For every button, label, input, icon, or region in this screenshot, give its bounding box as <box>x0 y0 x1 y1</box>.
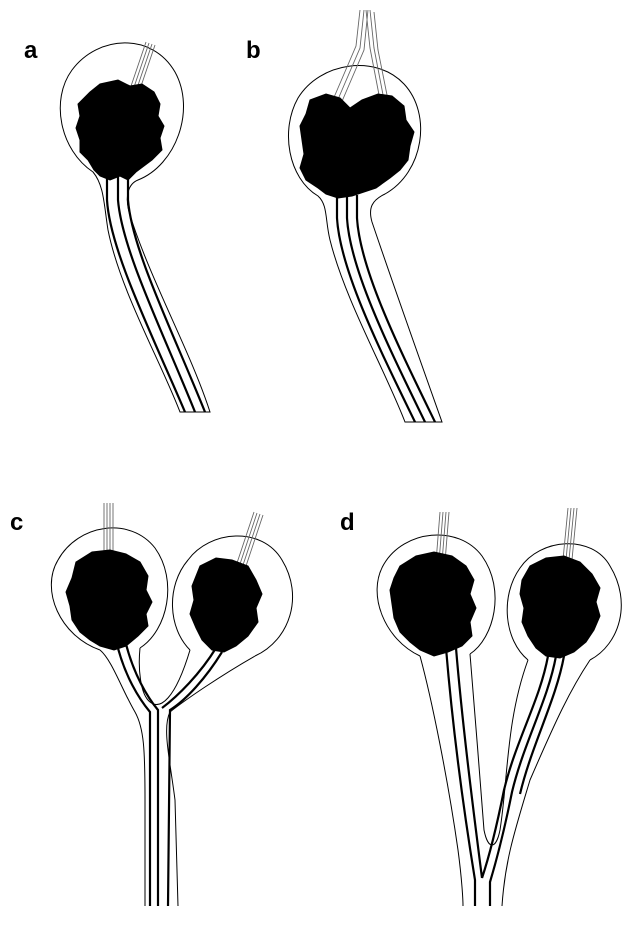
panel-a: a <box>24 37 210 412</box>
panel-d-left-organoid-blob <box>390 552 476 656</box>
panel-d-stem-outline <box>420 654 590 906</box>
panel-c-channel-right-b <box>168 652 222 906</box>
panel-b-wire-bundle <box>332 10 388 106</box>
panel-d-label: d <box>340 509 355 536</box>
panel-a-channel-right <box>128 176 205 412</box>
panel-c-left-organoid-blob <box>66 550 152 650</box>
panel-c: c <box>10 503 293 906</box>
panel-a-label: a <box>24 37 38 64</box>
panel-c-label: c <box>10 509 23 536</box>
panel-a-organoid-blob <box>76 80 164 180</box>
panel-d-right-organoid-blob <box>520 556 600 658</box>
panel-b-organoid-blob <box>300 94 414 198</box>
panel-c-right-organoid-blob <box>190 558 262 652</box>
panel-d: d <box>340 508 621 906</box>
panel-c-stem-outline <box>100 648 255 906</box>
panel-b: b <box>246 10 442 422</box>
panel-c-channel-right-a <box>162 648 216 708</box>
panel-d-channel-right-a <box>482 656 548 878</box>
panel-b-label: b <box>246 37 261 64</box>
panel-b-channel-right <box>357 195 435 422</box>
